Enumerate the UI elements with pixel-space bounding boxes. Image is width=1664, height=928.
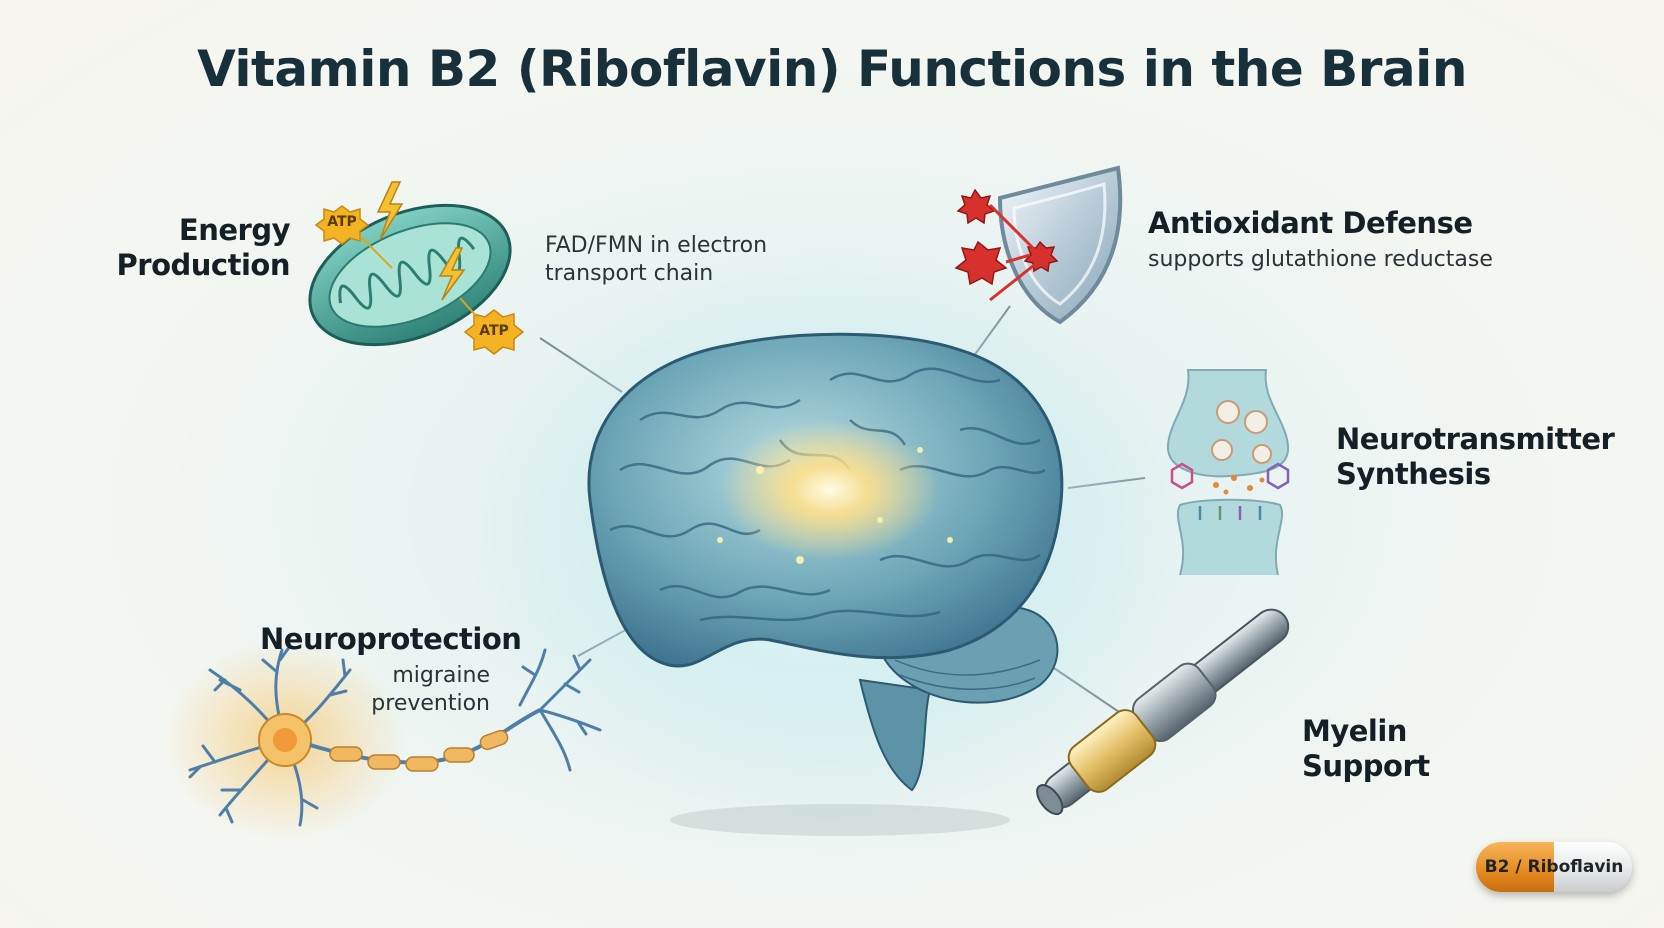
atp-label-2: ATP <box>479 323 509 339</box>
antioxidant-defense-label: Antioxidant Defense <box>1148 206 1473 240</box>
atp-badge-2 <box>463 309 525 355</box>
neuroprotection-detail: migraine prevention <box>371 663 490 716</box>
free-radical-icon <box>954 188 1059 286</box>
neuroprotection-label: Neuroprotection <box>260 622 522 656</box>
atp-star-icon <box>463 309 525 355</box>
neurotransmitter-synthesis-label: Neurotransmitter Synthesis <box>1336 422 1615 491</box>
antioxidant-defense-detail: supports glutathione reductase <box>1148 247 1493 272</box>
atp-label-1: ATP <box>327 214 357 230</box>
brain-illustration <box>470 250 1190 836</box>
energy-production-detail: FAD/FMN in electron transport chain <box>545 233 768 286</box>
atp-badge-1 <box>314 205 370 245</box>
synapse-icon <box>1166 369 1290 576</box>
page-title: Vitamin B2 (Riboflavin) Functions in the… <box>197 40 1467 98</box>
neuron-icon <box>165 640 602 840</box>
myelin-support-label: Myelin Support <box>1302 714 1430 783</box>
shield-icon <box>997 165 1123 325</box>
energy-production-label: Energy Production <box>116 213 291 282</box>
lightning-icon <box>376 181 466 301</box>
capsule-icon <box>1476 842 1632 892</box>
capsule-label: B2 / Riboflavin <box>1484 857 1624 877</box>
atp-star-icon <box>314 205 370 245</box>
myelin-cable-icon <box>1036 608 1290 816</box>
radical-arrows <box>988 203 1039 302</box>
